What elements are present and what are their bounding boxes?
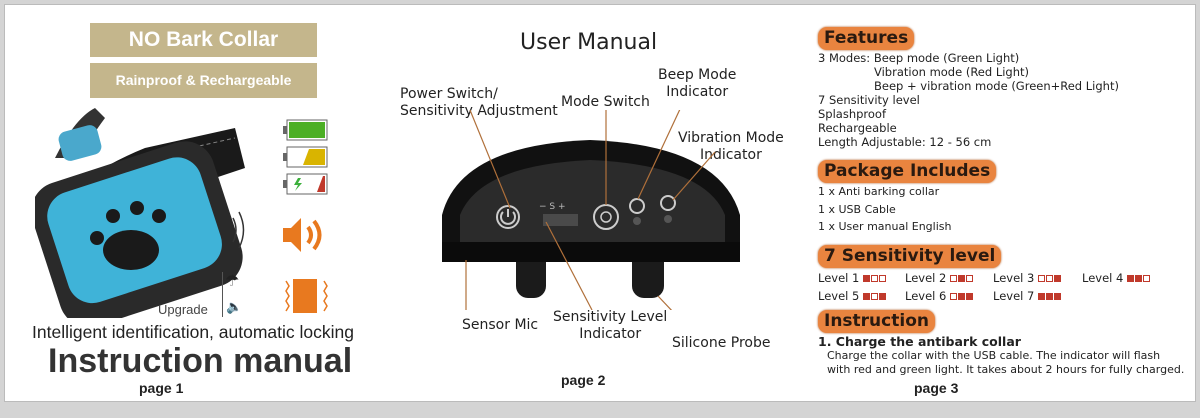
instruction-manual-heading: Instruction manual [48,342,353,380]
level-light-icon [862,293,870,300]
level-label: Level 7 [993,289,1035,303]
level-light-icon [862,275,870,282]
sensitivity-level: Level 5 [818,289,887,303]
label-mode-switch: Mode Switch [561,94,650,110]
level-light-icon [1126,275,1134,282]
sensitivity-level: Level 7 [993,289,1062,303]
speaker-icon [283,218,322,252]
rainproof-icon [222,272,223,317]
umbrella-icon: ☂ [225,271,240,290]
sensitivity-level: Level 1 [818,271,887,285]
svg-text:− S +: − S + [539,202,566,212]
level-label: Level 1 [818,271,860,285]
level-light-icon [1045,293,1053,300]
level-light-icon [1037,293,1045,300]
level-light-icon [1037,275,1045,282]
battery-half-icon [283,146,328,168]
battery-full-icon [283,119,328,141]
step1-title: 1. Charge the antibark collar [818,334,1021,349]
level-light-icon [1053,293,1061,300]
sensitivity-level: Level 3 [993,271,1062,285]
product-subtitle: Rainproof & Rechargeable [90,63,317,98]
power-button-icon [496,205,520,229]
level-light-icon [1142,275,1150,282]
features-heading: Features [818,27,915,50]
level-light-icon [965,293,973,300]
level-light-icon [1045,275,1053,282]
level-light-icon [878,293,886,300]
level-light-icon [870,275,878,282]
page-number: page 3 [914,380,959,396]
paw-icon [90,201,166,270]
level-light-icon [965,275,973,282]
product-title: NO Bark Collar [90,23,317,57]
sensitivity-level: Level 2 [905,271,974,285]
level-light-icon [1134,275,1142,282]
level-light-icon [957,275,965,282]
level-label: Level 3 [993,271,1035,285]
sound-wave-icon: 🔈 [226,300,243,315]
level-label: Level 5 [818,289,860,303]
level-light-icon [957,293,965,300]
level-light-icon [870,293,878,300]
step1-text: Charge the collar with the USB cable. Th… [827,349,1185,376]
beep-indicator-icon [629,198,645,214]
label-sensor-mic: Sensor Mic [462,317,539,333]
sensitivity-heading: 7 Sensitivity level [818,245,1002,268]
instruction-heading: Instruction [818,310,935,333]
sensitivity-level: Level 6 [905,289,974,303]
sensitivity-display [543,214,578,226]
level-label: Level 4 [1082,271,1124,285]
label-silicone-probe: Silicone Probe [672,335,771,351]
device-diagram: − S + [442,110,740,310]
upgrade-label: Upgrade [158,302,208,317]
vibration-icon [285,279,328,313]
level-light-icon [1053,275,1061,282]
level-label: Level 6 [905,289,947,303]
user-manual-title: User Manual [520,30,658,55]
features-list: 3 Modes: Beep mode (Green Light) Vibrati… [818,51,1119,149]
tagline: Intelligent identification, automatic lo… [32,322,354,342]
package-heading: Package Includes [818,160,997,183]
level-light-icon [878,275,886,282]
label-power-switch: Power Switch/Sensitivity Adjustment [400,86,558,119]
battery-low-charging-icon [283,173,328,195]
vibration-indicator-icon [660,195,676,211]
level-label: Level 2 [905,271,947,285]
level-light-icon [949,293,957,300]
sensitivity-level: Level 4 [1082,271,1151,285]
page-number: page 2 [561,372,606,388]
collar-image [35,108,245,318]
sensitivity-levels: Level 1 Level 2 Level 3 Level 4 Level 5 … [818,271,1188,311]
page-number: page 1 [139,380,184,396]
level-light-icon [949,275,957,282]
